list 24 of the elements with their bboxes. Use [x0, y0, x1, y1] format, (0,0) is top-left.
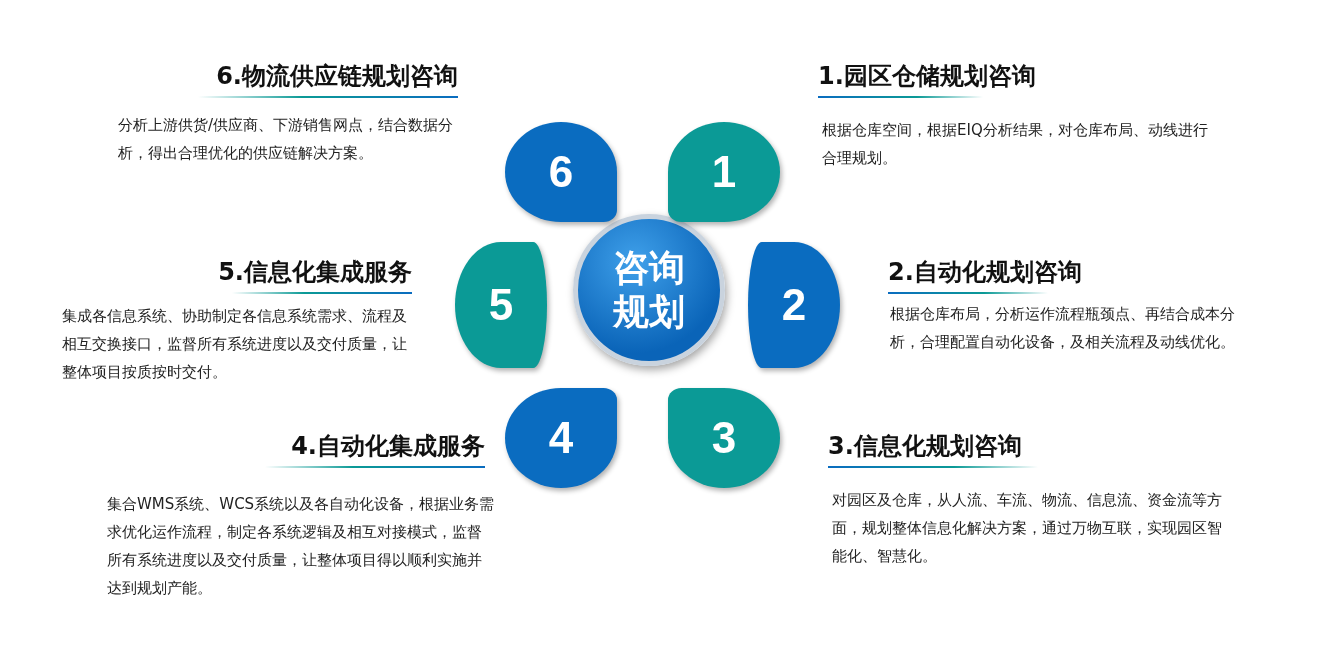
petal-shape — [668, 388, 780, 488]
petal-shape — [748, 242, 840, 368]
description-text: 根据仓库空间，根据EIQ分析结果，对仓库布局、动线进行合理规划。 — [822, 120, 1209, 169]
petal-shape — [505, 388, 617, 488]
step-number: 4 — [548, 413, 574, 463]
step-number: 5 — [488, 280, 514, 330]
petal-shape — [668, 122, 780, 222]
step-number: 6 — [548, 147, 574, 197]
step-number: 1 — [711, 147, 737, 197]
description-text: 集成各信息系统、协助制定各信息系统需求、流程及相互交换接口，监督所有系统进度以及交付质量，让整体项目按质按时交付。 — [62, 306, 407, 383]
petal-shape — [455, 242, 547, 368]
step-heading: 2.自动化规划咨询 — [888, 257, 1082, 288]
step-heading: 6.物流供应链规划咨询 — [216, 61, 458, 92]
step-heading: 1.园区仓储规划咨询 — [818, 61, 1036, 92]
step-number: 3 — [711, 413, 737, 463]
description-text: 分析上游供货/供应商、下游销售网点，结合数据分析，得出合理优化的供应链解决方案。 — [118, 115, 455, 164]
step-heading: 3.信息化规划咨询 — [828, 431, 1022, 462]
hub-title: 咨询规划 — [611, 246, 686, 334]
description-text: 集合WMS系统、WCS系统以及各自动化设备，根据业务需求优化运作流程，制定各系统逻辑及相互对接模式，监督所有系统进度以及交付质量，让整体项目得以顺利实施并达到规划产能。 — [107, 494, 495, 599]
description-text: 对园区及仓库，从人流、车流、物流、信息流、资金流等方面，规划整体信息化解决方案，通过万物互联，实现园区智能化、智慧化。 — [832, 490, 1222, 567]
description-text: 根据仓库布局，分析运作流程瓶颈点、再结合成本分析，合理配置自动化设备，及相关流程及动线优化。 — [890, 304, 1236, 353]
step-heading: 4.自动化集成服务 — [291, 431, 485, 462]
step-heading: 5.信息化集成服务 — [218, 257, 412, 288]
step-number: 2 — [781, 280, 807, 330]
